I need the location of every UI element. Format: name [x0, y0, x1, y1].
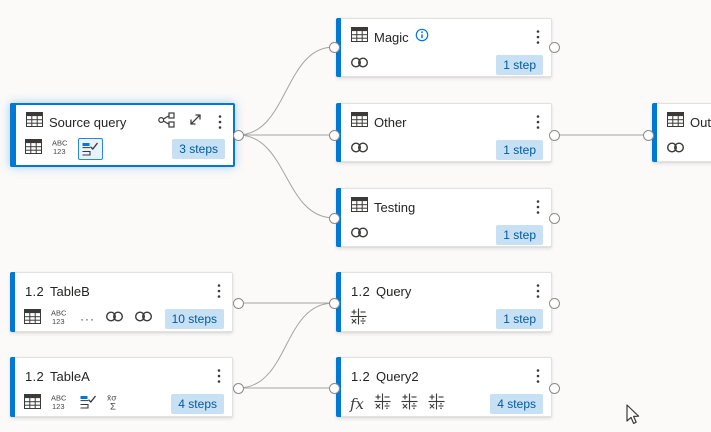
input-port-magic[interactable]: [328, 41, 340, 53]
selected-step-icon[interactable]: [78, 138, 103, 160]
query-node-other[interactable]: Other 1 step: [336, 103, 552, 162]
input-port-other[interactable]: [328, 129, 340, 141]
kebab-menu-icon[interactable]: [533, 368, 543, 384]
steps-badge[interactable]: 4 steps: [490, 394, 543, 414]
kebab-menu-icon[interactable]: [533, 114, 543, 130]
output-port-tableb[interactable]: [232, 297, 244, 309]
kebab-menu-icon[interactable]: [533, 199, 543, 215]
node-title: Testing: [374, 199, 416, 215]
mouse-cursor: [626, 404, 640, 424]
table-icon: [26, 112, 43, 132]
math-operations-step-icon[interactable]: [374, 393, 391, 415]
query-node-output[interactable]: Output: [652, 103, 711, 162]
svg-text:x̄σ: x̄σ: [107, 393, 117, 403]
edge-tablea-to-query: [237, 302, 335, 389]
accent-bar: [652, 103, 657, 162]
link-step-icon[interactable]: [666, 141, 685, 159]
related-queries-icon[interactable]: [158, 111, 175, 133]
expand-icon[interactable]: [188, 112, 203, 132]
node-title: Query2: [375, 368, 419, 384]
svg-text:123: 123: [52, 317, 65, 325]
table-icon: [351, 27, 368, 47]
kebab-menu-icon[interactable]: [533, 29, 543, 45]
svg-text:ABC: ABC: [51, 394, 67, 403]
node-title: TableB: [49, 283, 90, 299]
steps-badge[interactable]: 10 steps: [164, 309, 224, 329]
link-step-icon[interactable]: [350, 226, 369, 244]
edge-source-query-to-magic: [237, 46, 335, 136]
number-type-icon: 1.2: [351, 368, 370, 384]
query-node-query2[interactable]: 1.2 Query2 fx 4 steps: [336, 357, 552, 417]
link-step-icon[interactable]: [350, 56, 369, 74]
steps-badge[interactable]: 1 step: [496, 309, 543, 329]
node-title: Magic: [374, 29, 409, 45]
info-icon[interactable]: [415, 28, 429, 47]
output-port-other[interactable]: [548, 129, 560, 141]
kebab-menu-icon[interactable]: [214, 283, 224, 299]
svg-text:Σ: Σ: [110, 402, 116, 411]
accent-bar: [10, 272, 15, 332]
svg-text:ABC: ABC: [52, 139, 68, 148]
table-icon: [667, 112, 684, 132]
query-node-magic[interactable]: Magic 1 step: [336, 18, 552, 77]
edge-source-query-to-testing: [237, 134, 335, 219]
svg-text:123: 123: [52, 402, 65, 410]
output-port-query[interactable]: [548, 297, 560, 309]
output-port-testing[interactable]: [548, 212, 560, 224]
output-port-source-query[interactable]: [232, 129, 244, 141]
math-operations-step-icon[interactable]: [428, 393, 445, 415]
output-port-query2[interactable]: [548, 382, 560, 394]
output-port-magic[interactable]: [548, 41, 560, 53]
math-operations-step-icon[interactable]: [401, 393, 418, 415]
math-operations-step-icon[interactable]: [350, 308, 367, 330]
node-title: TableA: [49, 368, 90, 384]
link-step-icon[interactable]: [105, 310, 124, 328]
number-type-icon: 1.2: [351, 283, 370, 299]
table-step-icon[interactable]: [24, 309, 41, 329]
steps-badge[interactable]: 3 steps: [172, 139, 225, 159]
link-step-icon[interactable]: [350, 141, 369, 159]
table-icon: [351, 112, 368, 132]
output-port-tablea[interactable]: [232, 382, 244, 394]
kebab-menu-icon[interactable]: [215, 114, 225, 130]
accent-bar: [10, 357, 15, 417]
query-node-query[interactable]: 1.2 Query 1 step: [336, 272, 552, 332]
link-step-icon[interactable]: [134, 310, 153, 328]
node-title: Other: [374, 114, 407, 130]
number-type-icon: 1.2: [25, 283, 44, 299]
input-port-testing[interactable]: [328, 212, 340, 224]
input-port-output[interactable]: [642, 129, 654, 141]
node-title: Source query: [49, 114, 127, 130]
table-icon: [351, 197, 368, 217]
more-steps-icon[interactable]: ···: [80, 312, 95, 326]
steps-badge[interactable]: 1 step: [496, 55, 543, 75]
table-step-icon[interactable]: [25, 139, 42, 159]
svg-text:123: 123: [53, 147, 66, 155]
svg-text:ABC: ABC: [51, 309, 67, 318]
table-step-icon[interactable]: [24, 394, 41, 414]
node-title: Output: [690, 114, 711, 130]
kebab-menu-icon[interactable]: [533, 283, 543, 299]
node-title: Query: [375, 283, 412, 299]
kebab-menu-icon[interactable]: [214, 368, 224, 384]
number-type-icon: 1.2: [25, 368, 44, 384]
input-port-query[interactable]: [328, 297, 340, 309]
check-step-icon[interactable]: [80, 394, 97, 415]
fx-step-icon[interactable]: fx: [350, 395, 365, 413]
accent-bar: [10, 103, 16, 167]
steps-badge[interactable]: 1 step: [496, 140, 543, 160]
steps-badge[interactable]: 1 step: [496, 225, 543, 245]
input-port-query2[interactable]: [328, 382, 340, 394]
query-node-testing[interactable]: Testing 1 step: [336, 188, 552, 247]
steps-badge[interactable]: 4 steps: [171, 394, 224, 414]
